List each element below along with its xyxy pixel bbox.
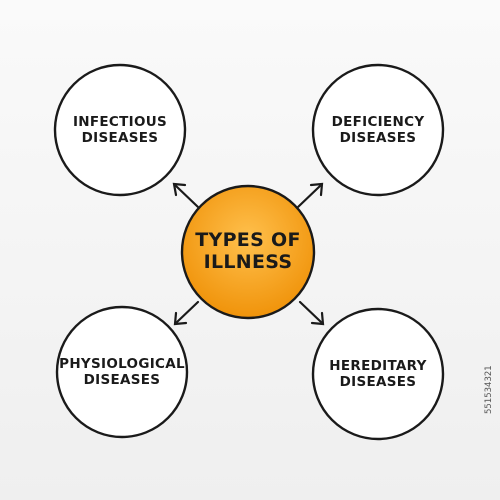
center-line-1: TYPES OF [195, 229, 301, 252]
node-hereditary-label: HEREDITARY DISEASES [313, 344, 443, 404]
node-deficiency-line-2: DISEASES [339, 130, 417, 146]
stock-id-watermark: 551534321 [484, 365, 494, 415]
arrow-to-deficiency [296, 184, 322, 209]
node-hereditary-line-1: HEREDITARY [329, 357, 427, 374]
arrowhead-physiological [173, 311, 188, 326]
arrowhead-deficiency [309, 182, 324, 197]
arrow-to-infectious [174, 184, 200, 209]
node-physiological-line-2: DISEASES [83, 372, 161, 388]
center-node-circle [180, 184, 316, 320]
node-infectious-line-2: DISEASES [81, 130, 159, 146]
node-deficiency-line-1: DEFICIENCY [331, 113, 425, 130]
arrow-to-physiological [175, 300, 200, 324]
node-infectious-circle [53, 63, 187, 197]
node-deficiency-circle [311, 63, 445, 197]
node-physiological-label: PHYSIOLOGICAL DISEASES [57, 342, 187, 402]
center-line-2: ILLNESS [203, 251, 293, 273]
node-infectious-label: INFECTIOUS DISEASES [55, 100, 185, 160]
node-infectious-line-1: INFECTIOUS [72, 113, 168, 130]
arrow-to-hereditary [298, 300, 323, 324]
arrowhead-infectious [172, 182, 187, 197]
node-hereditary-circle [311, 307, 445, 441]
node-hereditary-line-2: DISEASES [339, 374, 417, 390]
node-deficiency-label: DEFICIENCY DISEASES [313, 100, 443, 160]
node-physiological-line-1: PHYSIOLOGICAL [59, 355, 185, 372]
node-physiological-circle [55, 305, 189, 439]
arrowhead-hereditary [310, 311, 325, 326]
center-node-label: TYPES OF ILLNESS [188, 217, 308, 287]
